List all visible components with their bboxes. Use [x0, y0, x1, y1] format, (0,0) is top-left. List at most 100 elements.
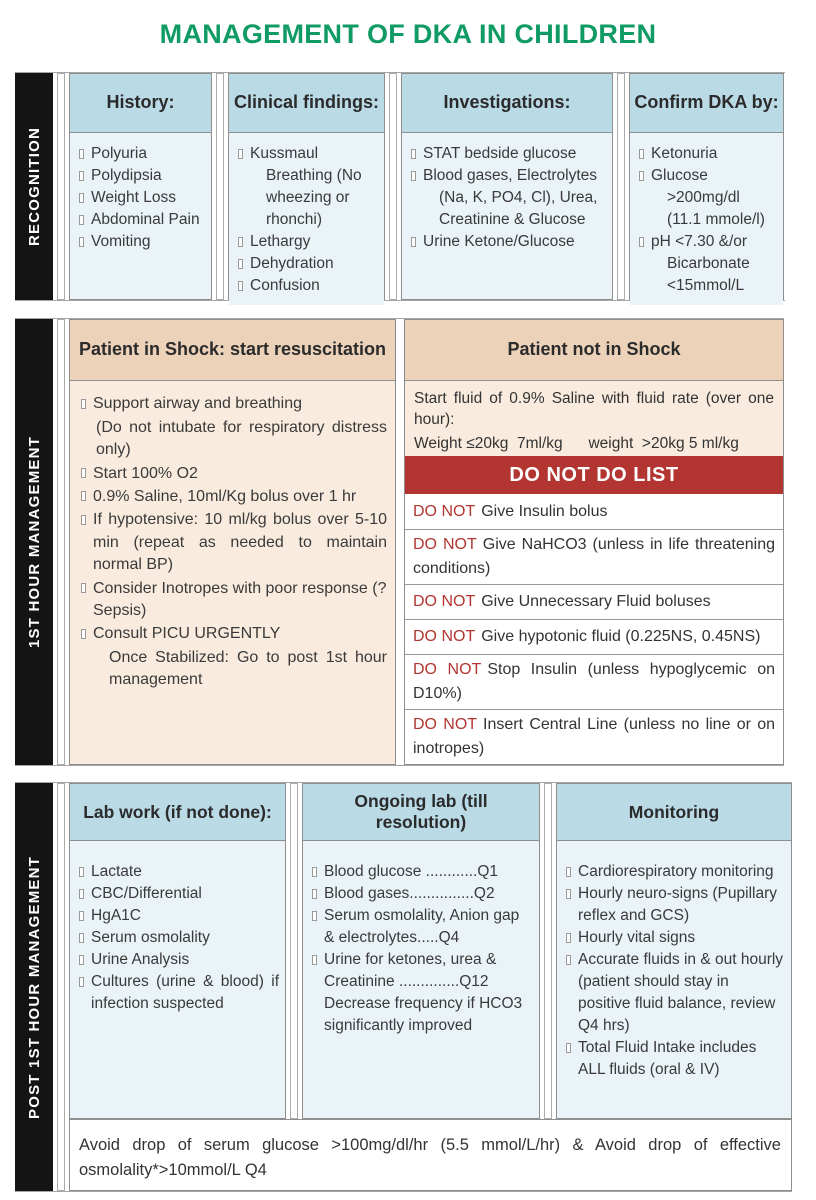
- checkbox-icon: [238, 258, 243, 269]
- do-not-instruction: Give Insulin bolus: [481, 502, 608, 520]
- list-item: Lethargy: [237, 231, 378, 253]
- do-not-prefix: DO NOT: [413, 535, 477, 553]
- list-item-text: 0.9% Saline, 10ml/Kg bolus over 1 hr: [93, 487, 357, 505]
- checkbox-icon: [79, 214, 84, 225]
- checkbox-icon: [79, 866, 84, 877]
- list-item-text: Urine for ketones, urea & Creatinine ...…: [324, 951, 497, 991]
- checkbox-icon: [411, 148, 416, 159]
- list-item-text: Vomiting: [91, 233, 151, 251]
- checkbox-icon: [79, 954, 84, 965]
- do-not-row-text: DO NOT Give hypotonic fluid (0.225NS, 0.4…: [413, 625, 760, 649]
- list-item: Lactate: [78, 861, 279, 883]
- list-item-text: Kussmaul: [250, 145, 319, 163]
- list-item-text: CBC/Differential: [91, 885, 202, 903]
- section-label-bar-first-hour: 1ST HOUR MANAGEMENT: [15, 319, 53, 766]
- list-item: Total Fluid Intake includes ALL fluids (…: [565, 1037, 785, 1081]
- list-item-text: Start 100% O2: [93, 464, 198, 482]
- list-item: Confusion: [237, 275, 378, 297]
- list-item: HgA1C: [78, 905, 279, 927]
- do-not-do-list-banner: DO NOT DO LIST: [405, 457, 783, 495]
- list-item-text: Hourly vital signs: [578, 929, 696, 947]
- column-patient-not-in-shock: Patient not in Shock Start fluid of 0.9%…: [404, 319, 784, 766]
- checkbox-icon: [566, 932, 571, 943]
- checkbox-icon: [79, 976, 84, 987]
- checkbox-icon: [79, 170, 84, 181]
- list-item-text: Total Fluid Intake includes ALL fluids (…: [578, 1039, 757, 1079]
- section-label-text: POST 1ST HOUR MANAGEMENT: [25, 855, 43, 1119]
- section-label-bar-post-first-hour: POST 1ST HOUR MANAGEMENT: [15, 783, 53, 1192]
- list-item: Cardiorespiratory monitoring: [565, 861, 785, 883]
- checkbox-icon: [312, 910, 317, 921]
- list-item: Polyuria: [78, 143, 205, 165]
- list-item: (Na, K, PO4, Cl), Urea,: [410, 187, 606, 209]
- column-patient-in-shock: Patient in Shock: start resuscitation Su…: [69, 319, 396, 766]
- list-item-text: >200mg/dl: [667, 189, 740, 207]
- list-item: Urine Ketone/Glucose: [410, 231, 606, 253]
- list-item: 0.9% Saline, 10ml/Kg bolus over 1 hr: [80, 486, 387, 508]
- list-item-text: Consider Inotropes with poor response (?…: [93, 579, 387, 619]
- checkbox-icon: [79, 888, 84, 899]
- list-item: Blood gases, Electrolytes: [410, 165, 606, 187]
- list-item: Glucose: [638, 165, 777, 187]
- column-header: Patient in Shock: start resuscitation: [70, 320, 395, 382]
- do-not-instruction: Insert Central Line (unless no line or o…: [413, 716, 776, 758]
- list-item-text: Serum osmolality, Anion gap & electrolyt…: [324, 907, 520, 947]
- list-item-text: Blood gases...............Q2: [324, 885, 495, 903]
- do-not-prefix: DO NOT: [413, 628, 476, 646]
- list-item: (Do not intubate for respiratory distres…: [80, 417, 387, 462]
- list-item-text: Once Stabilized: Go to post 1st hour man…: [109, 648, 387, 689]
- divider-strip: [57, 319, 65, 766]
- do-not-instruction: Give hypotonic fluid (0.225NS, 0.45NS): [481, 628, 761, 646]
- checkbox-icon: [312, 954, 317, 965]
- divider-strip: [544, 783, 552, 1120]
- checkbox-icon: [81, 398, 86, 409]
- column-header: History:: [70, 74, 211, 134]
- list-item: Creatinine & Glucose: [410, 209, 606, 231]
- list-item: >200mg/dl: [638, 187, 777, 209]
- list-item: Serum osmolality, Anion gap & electrolyt…: [311, 905, 533, 949]
- list-item-text: pH <7.30 &/or: [651, 233, 748, 251]
- list-item: Accurate fluids in & out hourly (patient…: [565, 949, 785, 1037]
- list-item: If hypotensive: 10 ml/kg bolus over 5-10…: [80, 509, 387, 576]
- checkbox-icon: [81, 582, 86, 593]
- column-header: Confirm DKA by:: [630, 74, 783, 134]
- caution-note: Avoid drop of serum glucose >100mg/dl/hr…: [69, 1119, 792, 1192]
- divider-strip: [290, 783, 298, 1120]
- list-item: Polydipsia: [78, 165, 205, 187]
- list-item-text: wheezing or: [266, 189, 350, 207]
- column-header: Monitoring: [557, 784, 791, 842]
- list-item: Once Stabilized: Go to post 1st hour man…: [80, 647, 387, 692]
- list-item: Kussmaul: [237, 143, 378, 165]
- list-item: Vomiting: [78, 231, 205, 253]
- fluid-line-1: Start fluid of 0.9% Saline with fluid ra…: [414, 390, 774, 429]
- list-item-text: HgA1C: [91, 907, 141, 925]
- list-item: Weight Loss: [78, 187, 205, 209]
- do-not-prefix: DO NOT: [413, 661, 482, 679]
- page-title: MANAGEMENT OF DKA IN CHILDREN: [159, 19, 657, 49]
- checkbox-icon: [238, 280, 243, 291]
- checkbox-icon: [566, 1042, 571, 1053]
- list-item-text: Abdominal Pain: [91, 211, 200, 229]
- list-item-text: Bicarbonate: [667, 255, 750, 273]
- list-item-text: Accurate fluids in & out hourly (patient…: [578, 951, 784, 1035]
- list-item-text: (Do not intubate for respiratory distres…: [96, 418, 387, 459]
- section-first-hour-management: 1ST HOUR MANAGEMENT Patient in Shock: st…: [15, 318, 784, 767]
- list-item-text: Breathing (No: [266, 167, 362, 185]
- list-item: Cultures (urine & blood) if infection su…: [78, 971, 279, 1015]
- list-item-text: Lactate: [91, 863, 142, 881]
- list-item: Urine Analysis: [78, 949, 279, 971]
- do-not-instruction: Stop Insulin (unless hypoglycemic on D10…: [413, 661, 776, 703]
- column-header: Clinical findings:: [229, 74, 384, 134]
- checkbox-icon: [79, 192, 84, 203]
